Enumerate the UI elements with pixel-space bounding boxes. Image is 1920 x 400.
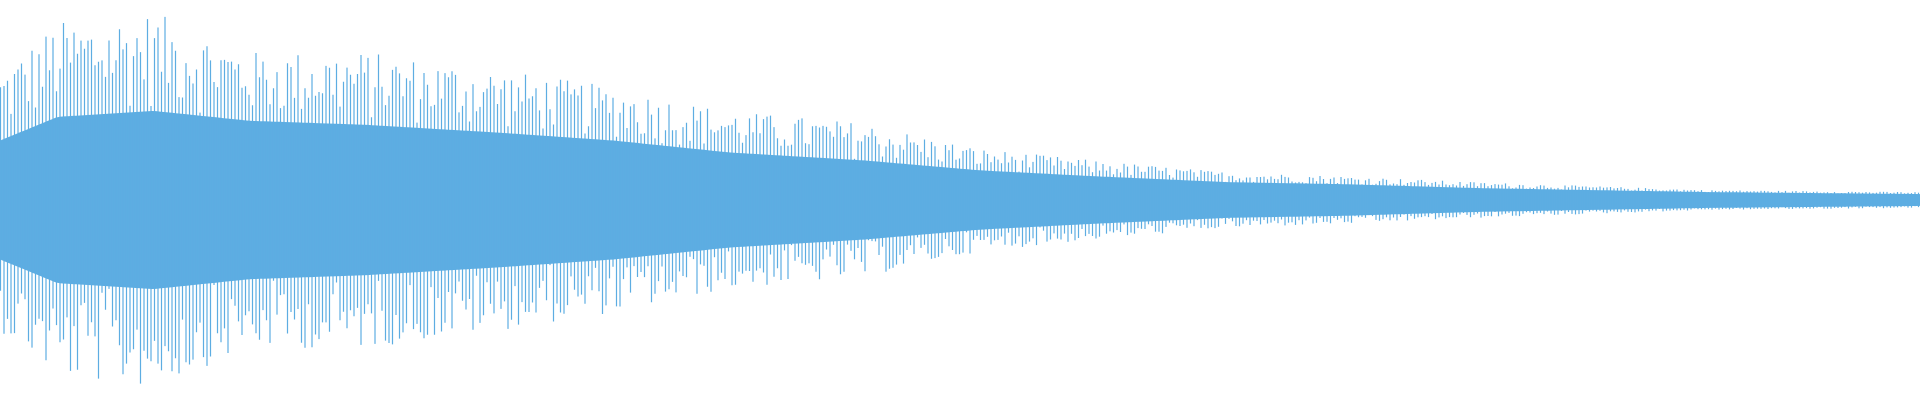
waveform-bars [0,16,1920,384]
